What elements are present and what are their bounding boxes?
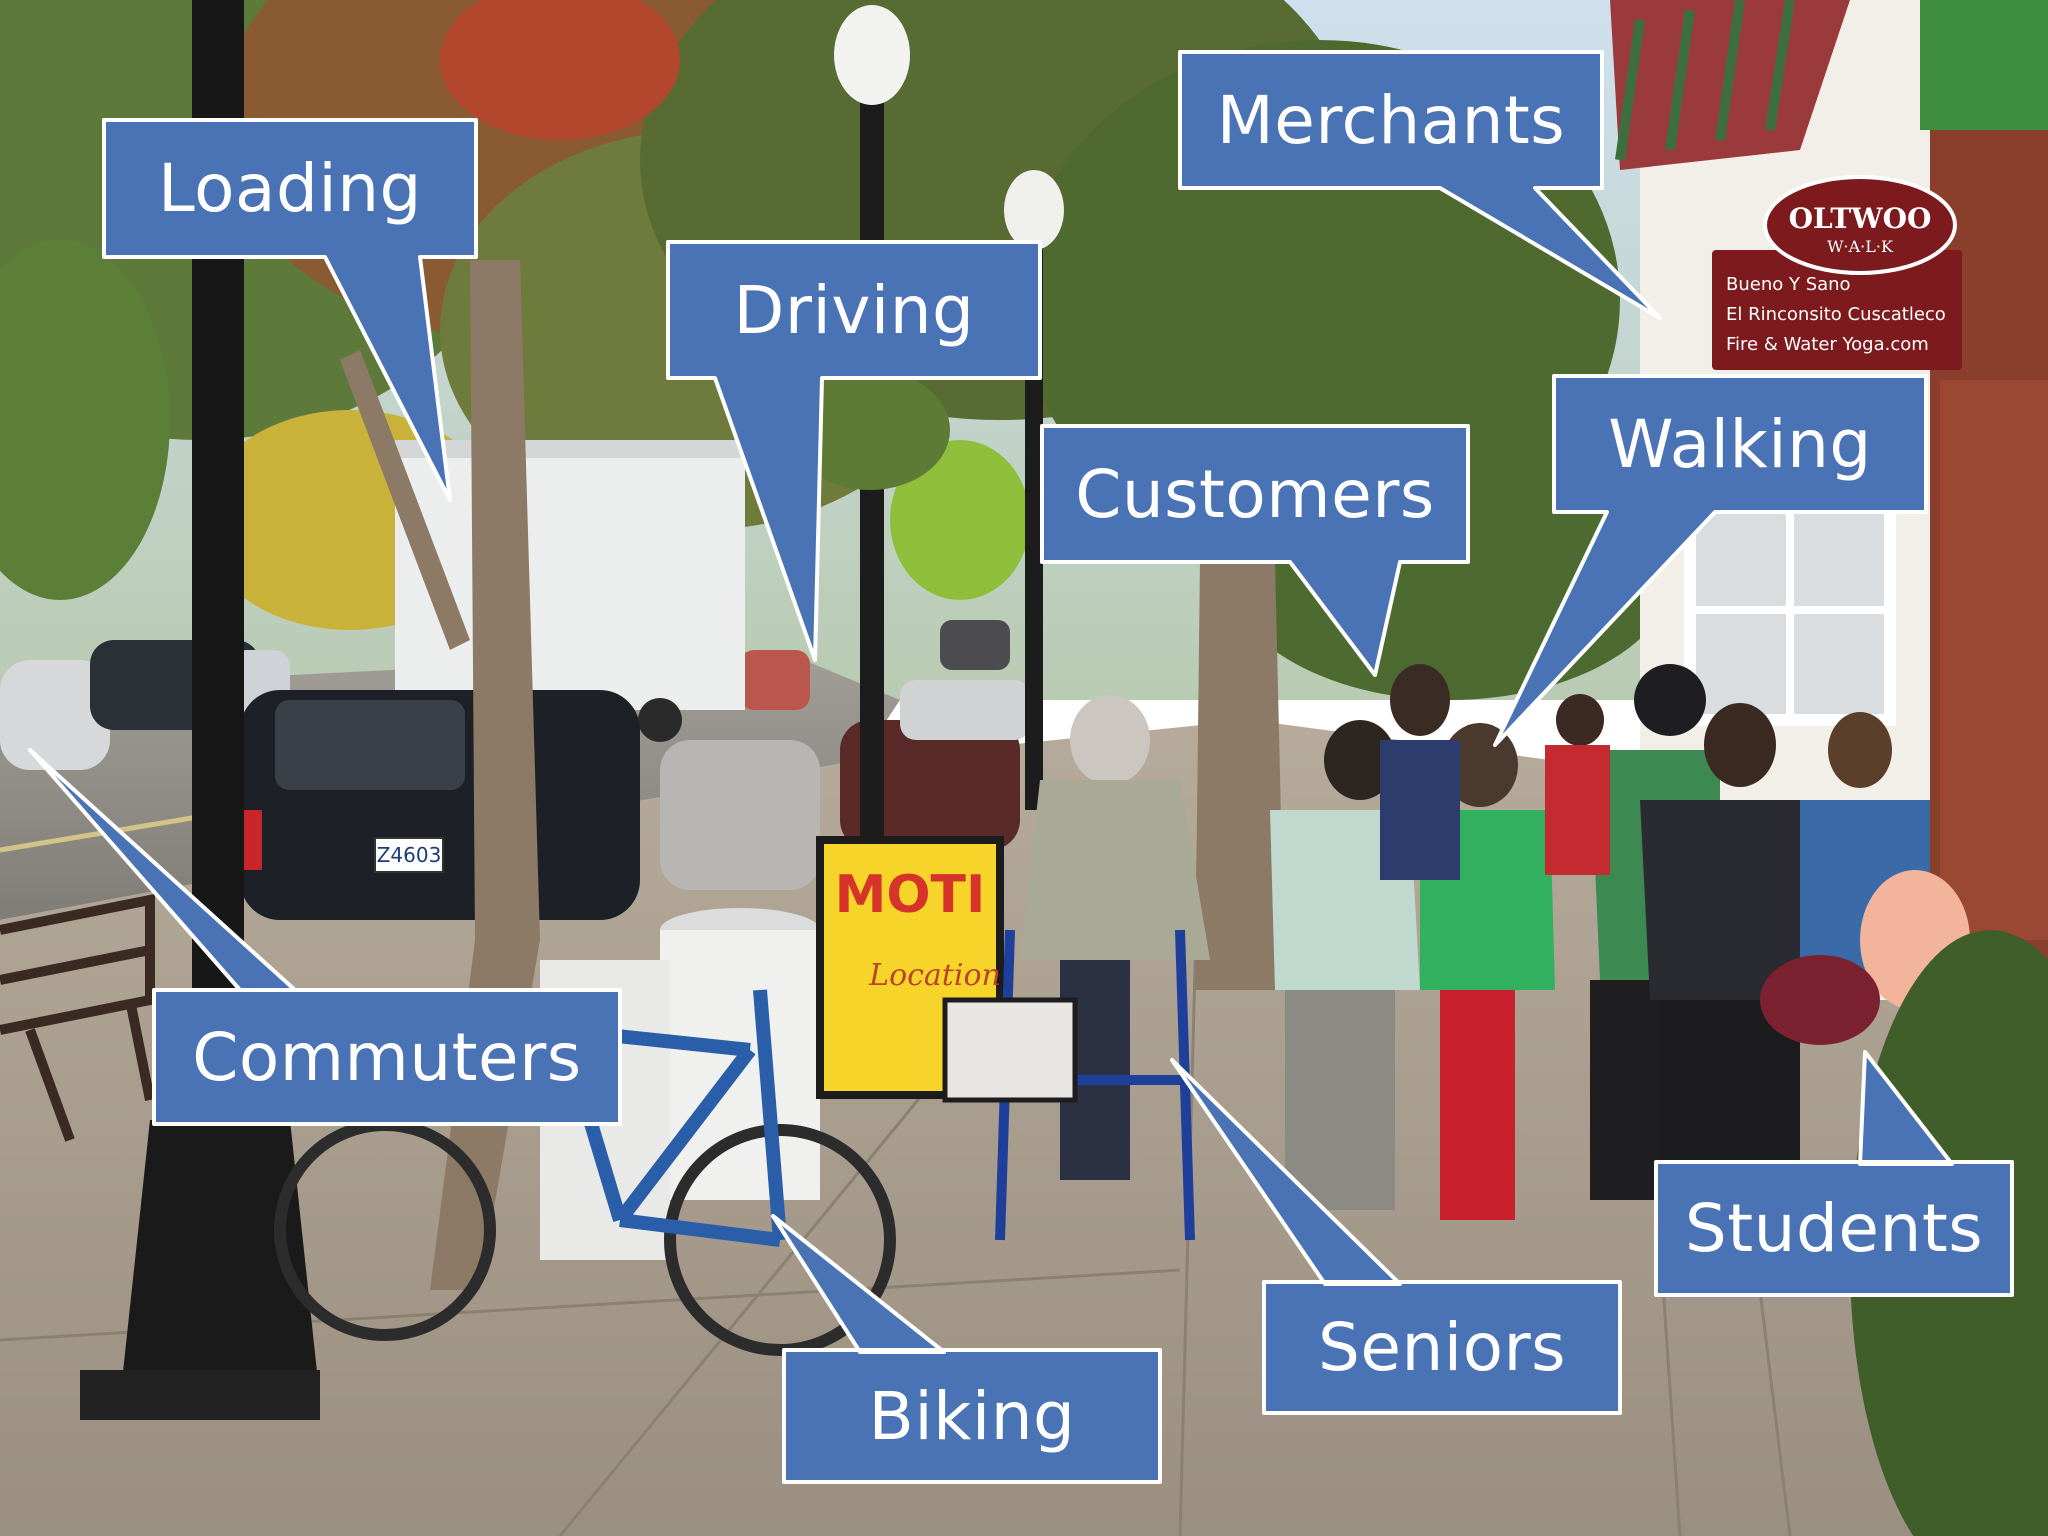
moti-sign-script: Location bbox=[868, 958, 1001, 993]
callout-biking-shape bbox=[771, 1214, 1162, 1484]
bench bbox=[0, 893, 155, 1142]
moti-sign-title: MOTI bbox=[835, 865, 986, 925]
store-sign-sub: W·A·L·K bbox=[1827, 237, 1894, 256]
store-list-2: El Rinconsito Cuscatleco bbox=[1726, 304, 1946, 325]
callout-loading-shape bbox=[102, 118, 478, 502]
pedestrians bbox=[1270, 664, 1970, 1220]
callout-students-shape bbox=[1654, 1050, 2014, 1297]
callout-commuters-shape bbox=[28, 748, 622, 1126]
store-list-1: Bueno Y Sano bbox=[1726, 274, 1851, 295]
store-list-3: Fire & Water Yoga.com bbox=[1726, 334, 1929, 355]
store-sign-arc: OLTWOO bbox=[1789, 202, 1932, 235]
callout-merchants-shape bbox=[1178, 50, 1662, 320]
store-sign: OLTWOO W·A·L·K Bueno Y Sano El Rinconsit… bbox=[1712, 175, 1962, 370]
callout-walking-shape bbox=[1493, 374, 1928, 747]
callout-seniors-shape bbox=[1170, 1058, 1622, 1415]
callout-driving-shape bbox=[666, 240, 1042, 662]
senior-with-walker bbox=[942, 695, 1210, 1241]
black-suv: Z4603 bbox=[240, 690, 640, 920]
callout-customers-shape bbox=[1040, 424, 1470, 677]
truck bbox=[395, 440, 745, 742]
license-plate: Z4603 bbox=[377, 843, 442, 867]
callout-bubbles bbox=[28, 50, 2014, 1484]
